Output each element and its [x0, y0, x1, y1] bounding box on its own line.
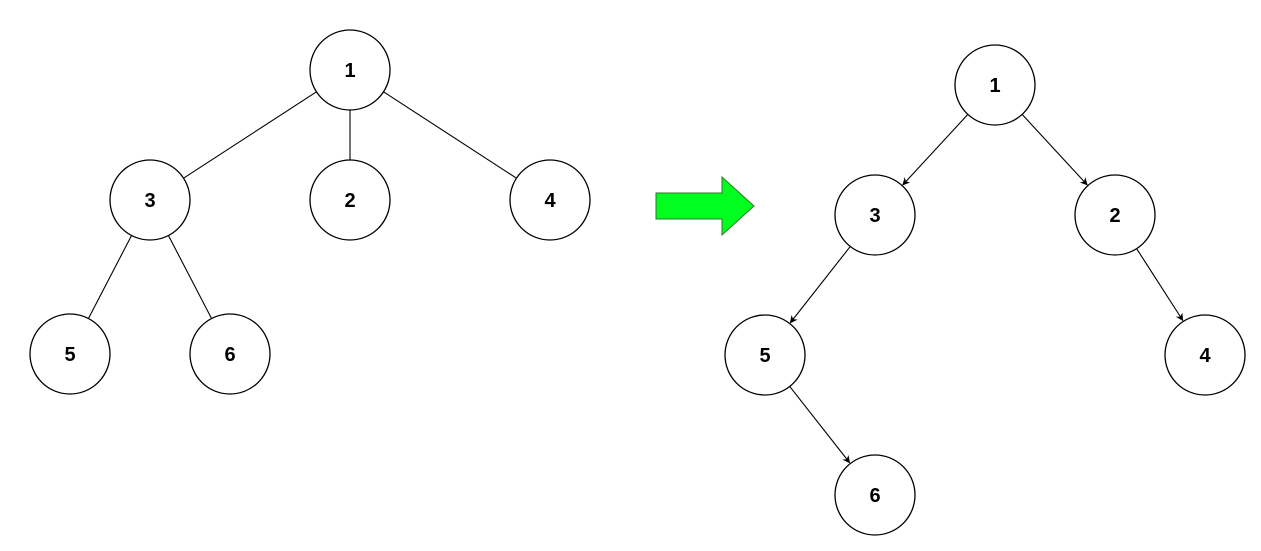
left-tree-node-label: 6: [224, 344, 235, 366]
left-tree-node-circle: [509, 159, 591, 241]
right-tree-edge-1-3: [902, 114, 969, 186]
right-tree-node-3: 3: [834, 174, 916, 256]
right-tree-node-circle: [954, 44, 1036, 126]
left-tree-node-1: 1: [309, 29, 391, 111]
right-tree-edge-2-4: [1136, 248, 1184, 322]
left-tree-node-6: 6: [189, 313, 271, 395]
right-tree-edges: [789, 114, 1184, 464]
right-tree-node-label: 2: [1109, 205, 1120, 227]
right-tree-node-label: 1: [989, 75, 1000, 97]
right-tree-node-5: 5: [724, 314, 806, 396]
left-tree-node-5: 5: [29, 313, 111, 395]
left-tree-node-circle: [309, 29, 391, 111]
right-tree-node-label: 5: [759, 345, 770, 367]
right-tree-node-4: 4: [1164, 314, 1246, 396]
right-tree-node-2: 2: [1074, 174, 1156, 256]
right-arrow-icon: [655, 175, 755, 237]
right-tree-node-6: 6: [834, 454, 916, 536]
left-tree-node-circle: [309, 159, 391, 241]
left-tree-node-circle: [109, 159, 191, 241]
right-tree-node-circle: [1074, 174, 1156, 256]
right-tree-node-label: 4: [1199, 345, 1211, 367]
right-tree-edge-5-6: [789, 386, 851, 464]
left-tree-node-label: 1: [344, 60, 355, 82]
right-tree-edge-3-5: [789, 246, 851, 324]
left-tree-node-label: 4: [544, 190, 556, 212]
left-tree-node-3: 3: [109, 159, 191, 241]
right-tree-node-1: 1: [954, 44, 1036, 126]
left-tree-edge-3-6: [167, 235, 213, 319]
left-tree-node-label: 2: [344, 190, 355, 212]
left-tree-nodes: 1 3 2 4 5 6: [29, 29, 591, 395]
left-tree-node-4: 4: [509, 159, 591, 241]
right-tree-node-circle: [724, 314, 806, 396]
left-tree-node-label: 5: [64, 344, 75, 366]
right-tree-edge-1-2: [1021, 114, 1088, 186]
right-tree-node-label: 3: [869, 205, 880, 227]
left-tree-node-2: 2: [309, 159, 391, 241]
left-tree-node-label: 3: [144, 190, 155, 212]
right-tree-node-label: 6: [869, 485, 880, 507]
right-tree-node-circle: [834, 454, 916, 536]
right-tree-node-circle: [1164, 314, 1246, 396]
right-tree-nodes: 1 3 2 5 4 6: [724, 44, 1246, 536]
left-tree-edge-1-3: [183, 91, 317, 179]
left-tree-node-circle: [29, 313, 111, 395]
left-tree-node-circle: [189, 313, 271, 395]
left-tree-edge-1-4: [383, 91, 517, 179]
left-tree-edge-3-5: [87, 235, 133, 319]
left-tree-edges: [87, 91, 517, 319]
right-tree-node-circle: [834, 174, 916, 256]
